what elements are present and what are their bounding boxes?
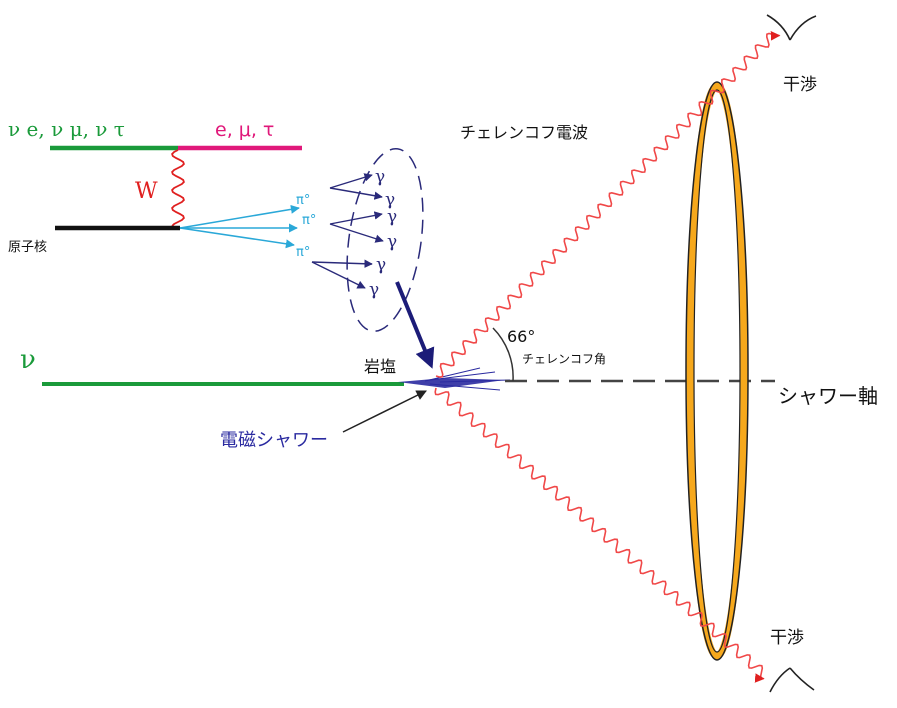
gamma-arrow-6 bbox=[311, 261, 366, 289]
gamma-to-salt-arrow bbox=[395, 281, 435, 369]
gamma-label-6: γ bbox=[369, 280, 379, 300]
gamma-arrow-5 bbox=[311, 259, 373, 268]
leptons-label: e, μ, τ bbox=[215, 119, 274, 141]
pion-label-1: π° bbox=[296, 193, 310, 208]
antenna-bottom-icon bbox=[769, 667, 815, 693]
incident-neutrino-label: ν bbox=[20, 345, 36, 375]
pion-label-3: π° bbox=[296, 245, 310, 260]
neutrino-flavors-label: ν e, ν μ, ν τ bbox=[8, 117, 125, 141]
cherenkov-angle-label: チェレンコフ角 bbox=[522, 352, 606, 366]
w-boson-label: W bbox=[135, 179, 158, 204]
cherenkov-wave-label: チェレンコフ電波 bbox=[460, 123, 588, 142]
cherenkov-ring-inner bbox=[693, 89, 741, 653]
cherenkov-ring-outer bbox=[685, 81, 749, 661]
rock-salt-label: 岩塩 bbox=[364, 357, 396, 376]
antenna-top-icon bbox=[766, 14, 817, 41]
cherenkov-ring-fill bbox=[686, 82, 748, 660]
pion-line-1 bbox=[179, 204, 300, 229]
shower-axis-label: シャワー軸 bbox=[778, 384, 878, 408]
cherenkov-angle-arc bbox=[492, 327, 514, 382]
pion-line-3 bbox=[179, 227, 295, 249]
gamma-arrow-2 bbox=[329, 187, 383, 200]
cherenkov-wave-lower bbox=[434, 387, 765, 683]
gamma-label-1: γ bbox=[375, 167, 385, 187]
angle-value-label: 66° bbox=[507, 327, 535, 346]
w-boson-wave bbox=[171, 149, 185, 227]
shower-core bbox=[398, 378, 505, 388]
gamma-cloud bbox=[346, 148, 424, 332]
cherenkov-wave-upper bbox=[435, 31, 781, 378]
gamma-label-3: γ bbox=[387, 207, 397, 227]
em-shower-label: 電磁シャワー bbox=[220, 430, 328, 451]
gamma-arrow-3 bbox=[329, 211, 383, 225]
gamma-arrow-4 bbox=[329, 223, 384, 243]
interference-label-top: 干渉 bbox=[783, 75, 817, 95]
gamma-label-5: γ bbox=[376, 255, 386, 275]
pion-label-2: π° bbox=[302, 213, 316, 228]
gamma-arrow-1 bbox=[329, 173, 373, 189]
shower-tracks bbox=[424, 367, 511, 391]
gamma-label-2: γ bbox=[385, 190, 395, 210]
interference-label-bottom: 干渉 bbox=[770, 628, 804, 648]
gamma-label-4: γ bbox=[387, 232, 397, 252]
nucleus-label: 原子核 bbox=[8, 240, 47, 255]
em-shower-arrow bbox=[342, 390, 427, 433]
